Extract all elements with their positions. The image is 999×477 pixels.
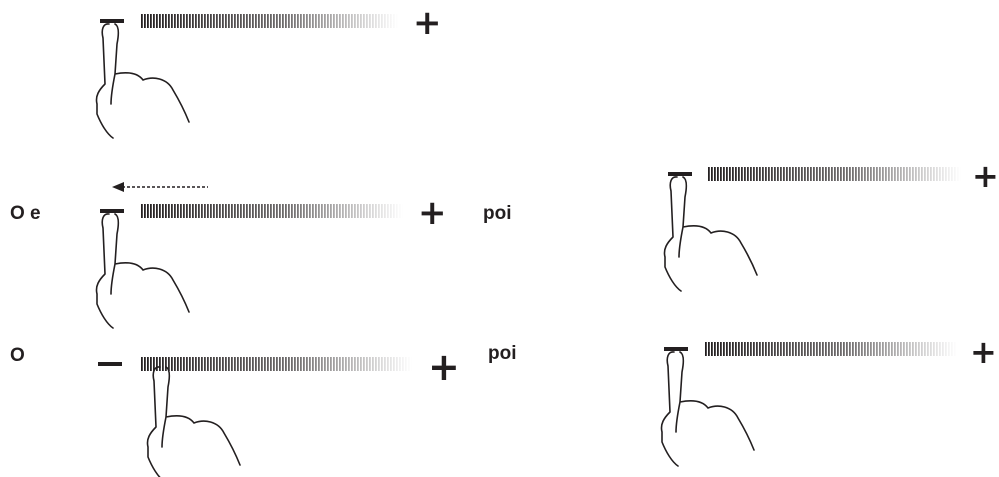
pointing-hand-icon	[95, 213, 190, 329]
row3-left-label: O	[10, 345, 25, 366]
pointing-hand-icon	[663, 176, 758, 292]
row2-left-label: O e	[10, 203, 41, 224]
left-arrow-icon	[112, 182, 208, 192]
plus-icon[interactable]: +	[418, 193, 447, 233]
minus-icon[interactable]	[100, 209, 124, 213]
level-bar[interactable]	[140, 204, 403, 218]
level-bar[interactable]	[140, 14, 398, 28]
plus-icon[interactable]: +	[413, 3, 442, 43]
pointing-hand-icon	[146, 366, 241, 477]
pointing-hand-icon	[660, 351, 755, 467]
pointing-hand-icon	[95, 23, 190, 139]
minus-icon[interactable]	[100, 19, 124, 23]
plus-icon[interactable]: +	[428, 345, 460, 389]
plus-icon[interactable]: +	[972, 157, 999, 195]
minus-icon[interactable]	[98, 362, 122, 366]
minus-icon[interactable]	[664, 347, 688, 351]
level-bar[interactable]	[707, 167, 961, 181]
minus-icon[interactable]	[668, 172, 692, 176]
row2-right-label: poi	[483, 203, 512, 224]
plus-icon[interactable]: +	[970, 333, 997, 371]
row3-right-label: poi	[488, 343, 517, 364]
level-bar[interactable]	[140, 357, 412, 371]
level-bar[interactable]	[705, 342, 957, 356]
